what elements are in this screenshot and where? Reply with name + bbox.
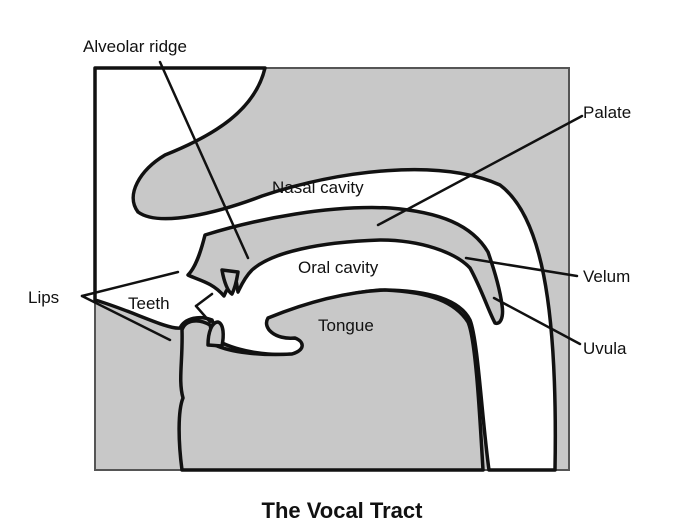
label-teeth: Teeth xyxy=(128,294,170,313)
label-uvula: Uvula xyxy=(583,339,627,358)
diagram-title: The Vocal Tract xyxy=(262,498,424,523)
label-lips: Lips xyxy=(28,288,59,307)
label-palate: Palate xyxy=(583,103,631,122)
label-tongue: Tongue xyxy=(318,316,374,335)
label-alveolar-ridge: Alveolar ridge xyxy=(83,37,187,56)
label-oral-cavity: Oral cavity xyxy=(298,258,379,277)
label-nasal-cavity: Nasal cavity xyxy=(272,178,364,197)
label-velum: Velum xyxy=(583,267,630,286)
